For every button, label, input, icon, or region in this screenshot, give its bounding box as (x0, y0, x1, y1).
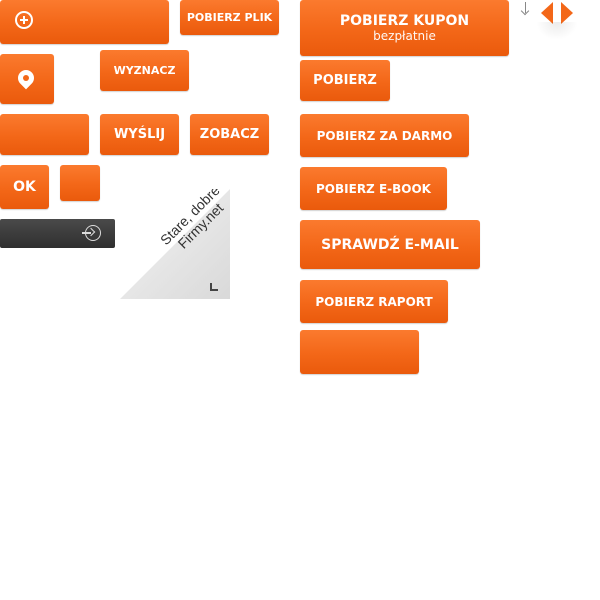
pobierz-ebook-label: POBIERZ E-BOOK (316, 181, 431, 196)
pobierz-label: POBIERZ (313, 73, 377, 88)
corner-icon (210, 283, 218, 291)
small-square-button[interactable] (60, 165, 100, 201)
pobierz-za-darmo-label: POBIERZ ZA DARMO (316, 128, 453, 143)
pobierz-raport-button[interactable]: POBIERZ RAPORT (300, 280, 448, 323)
login-bar[interactable] (0, 219, 115, 248)
arrow-left-icon[interactable] (541, 2, 553, 24)
download-arrow-icon[interactable] (520, 2, 532, 16)
login-icon[interactable] (82, 225, 101, 241)
location-button[interactable] (0, 54, 54, 104)
blank-wide-button[interactable] (0, 114, 89, 155)
add-button[interactable] (0, 0, 169, 44)
pobierz-button[interactable]: POBIERZ (300, 60, 390, 101)
arrow-right-icon[interactable] (561, 2, 573, 24)
wyslij-label: WYŚLIJ (113, 127, 166, 142)
pobierz-kupon-sub: bezpłatnie (373, 29, 436, 43)
pobierz-plik-label: POBIERZ PLIK (186, 11, 273, 24)
plus-circle-icon (15, 11, 33, 29)
sprawdz-email-button[interactable]: SPRAWDŹ E-MAIL (300, 220, 480, 269)
blank-button[interactable] (300, 330, 419, 374)
ok-label: OK (13, 179, 36, 195)
sprawdz-email-label: SPRAWDŹ E-MAIL (321, 236, 459, 253)
zobacz-button[interactable]: ZOBACZ (190, 114, 269, 155)
pobierz-kupon-button[interactable]: POBIERZ KUPON bezpłatnie (300, 0, 509, 56)
pobierz-za-darmo-button[interactable]: POBIERZ ZA DARMO (300, 114, 469, 157)
wyznacz-label: WYZNACZ (113, 64, 176, 77)
badge-stamp: Stare, dobre Firmy.net (120, 189, 230, 299)
wyznacz-button[interactable]: WYZNACZ (100, 50, 189, 91)
zobacz-label: ZOBACZ (199, 127, 260, 142)
pobierz-raport-label: POBIERZ RAPORT (315, 294, 433, 309)
pobierz-plik-button[interactable]: POBIERZ PLIK (180, 0, 279, 35)
ok-button[interactable]: OK (0, 165, 49, 209)
arrow-shadow (536, 22, 578, 40)
wyslij-button[interactable]: WYŚLIJ (100, 114, 179, 155)
pobierz-kupon-label: POBIERZ KUPON (339, 13, 470, 29)
pobierz-ebook-button[interactable]: POBIERZ E-BOOK (300, 167, 447, 210)
location-pin-icon (14, 66, 38, 90)
